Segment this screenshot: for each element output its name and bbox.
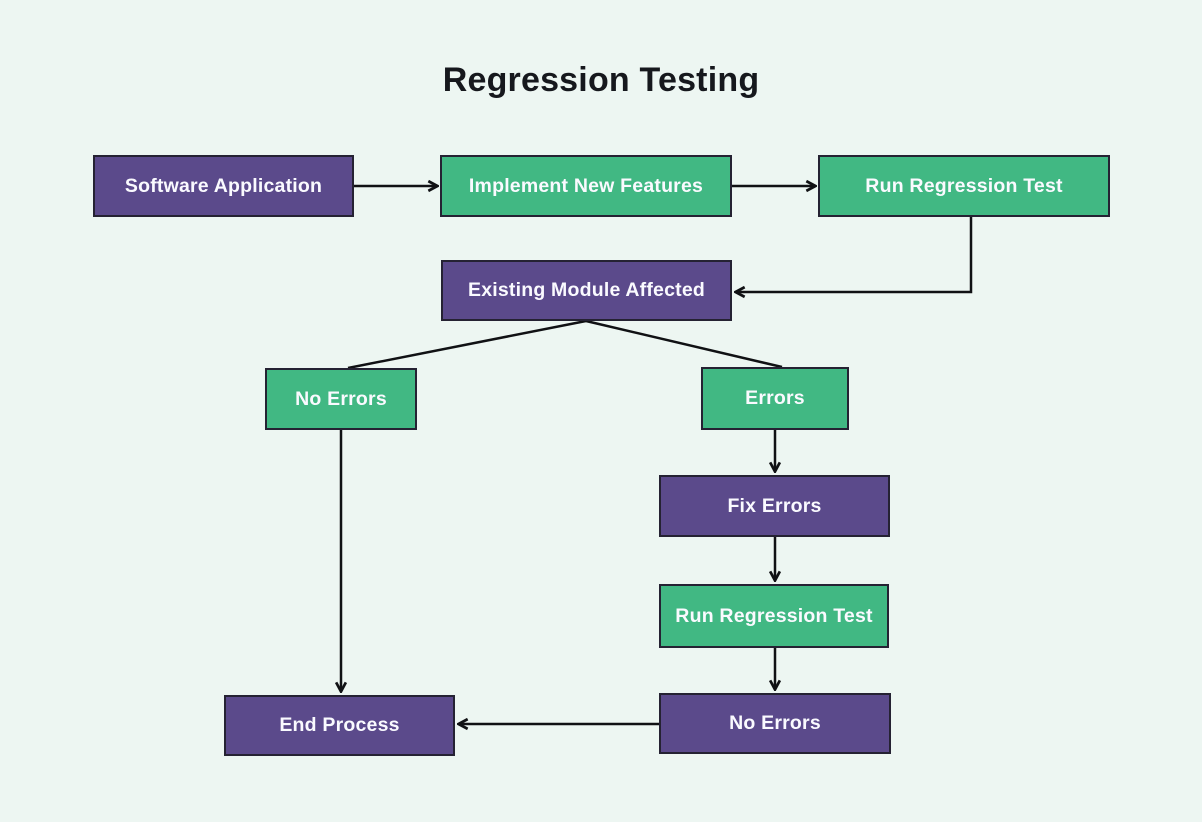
- diagram-title: Regression Testing: [442, 61, 760, 99]
- node-existing-module-affected: Existing Module Affected: [441, 260, 732, 321]
- node-run-regression-test-1: Run Regression Test: [818, 155, 1110, 217]
- node-no-errors-final: No Errors: [659, 693, 891, 754]
- edge-existing-module-to-no-errors: [347, 319, 587, 370]
- node-end-process: End Process: [224, 695, 455, 756]
- node-run-regression-test-2: Run Regression Test: [659, 584, 889, 648]
- node-fix-errors: Fix Errors: [659, 475, 890, 537]
- node-software-application: Software Application: [93, 155, 354, 217]
- edge-run-regression-to-existing-module: [736, 217, 973, 292]
- edge-existing-module-to-errors: [585, 319, 783, 369]
- node-no-errors-branch: No Errors: [265, 368, 417, 430]
- node-implement-new-features: Implement New Features: [440, 155, 732, 217]
- node-errors: Errors: [701, 367, 849, 430]
